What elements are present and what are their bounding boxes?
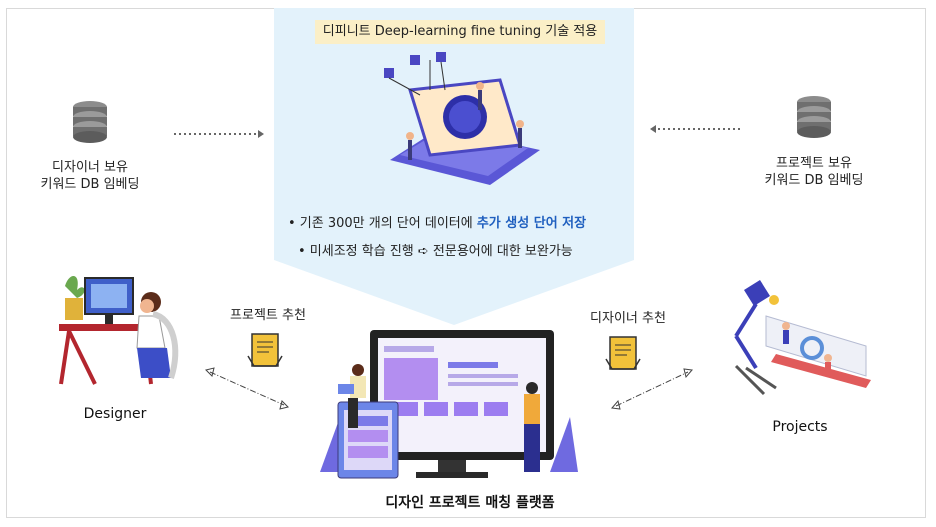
left-rec-label: 프로젝트 추천 bbox=[230, 308, 306, 323]
database-icon bbox=[73, 101, 107, 143]
right-double-arrow bbox=[615, 371, 689, 407]
left-double-arrow bbox=[209, 371, 285, 406]
bullet-1-text: • 기존 300만 개의 단어 데이터에 bbox=[288, 216, 477, 231]
banner-title: 디피니트 Deep-learning fine tuning 기술 적용 bbox=[315, 20, 605, 44]
projects-label: Projects bbox=[772, 419, 828, 435]
left-db-label-2: 키워드 DB 임베딩 bbox=[40, 177, 140, 192]
platform-label: 디자인 프로젝트 매칭 플랫폼 bbox=[385, 495, 555, 511]
document-icon bbox=[605, 336, 641, 370]
bullet-2-suffix: 전문용어에 대한 보완가능 bbox=[428, 244, 573, 259]
right-db-label-1: 프로젝트 보유 bbox=[776, 156, 852, 171]
designer-illustration bbox=[59, 275, 179, 385]
bullet-1-highlight: 추가 생성 단어 저장 bbox=[476, 216, 587, 231]
document-icon bbox=[247, 333, 283, 367]
bullet-1: • 기존 300만 개의 단어 데이터에 추가 생성 단어 저장 bbox=[288, 212, 586, 231]
ai-laptop-illustration bbox=[384, 52, 540, 185]
projects-illustration bbox=[734, 280, 871, 396]
left-db-label-1: 디자이너 보유 bbox=[52, 160, 128, 175]
hollow-arrow-icon: ➪ bbox=[417, 244, 429, 259]
designer-label: Designer bbox=[83, 406, 147, 422]
bullet-2-text: • 미세조정 학습 진행 bbox=[298, 244, 418, 259]
right-db-label-2: 키워드 DB 임베딩 bbox=[764, 173, 864, 188]
arrowhead-icon bbox=[650, 125, 656, 133]
bullet-2: • 미세조정 학습 진행 ➪ 전문용어에 대한 보완가능 bbox=[298, 240, 573, 259]
platform-monitor-illustration bbox=[320, 330, 578, 479]
database-icon bbox=[797, 96, 831, 138]
arrowhead-icon bbox=[258, 130, 264, 138]
right-rec-label: 디자이너 추천 bbox=[590, 311, 666, 326]
